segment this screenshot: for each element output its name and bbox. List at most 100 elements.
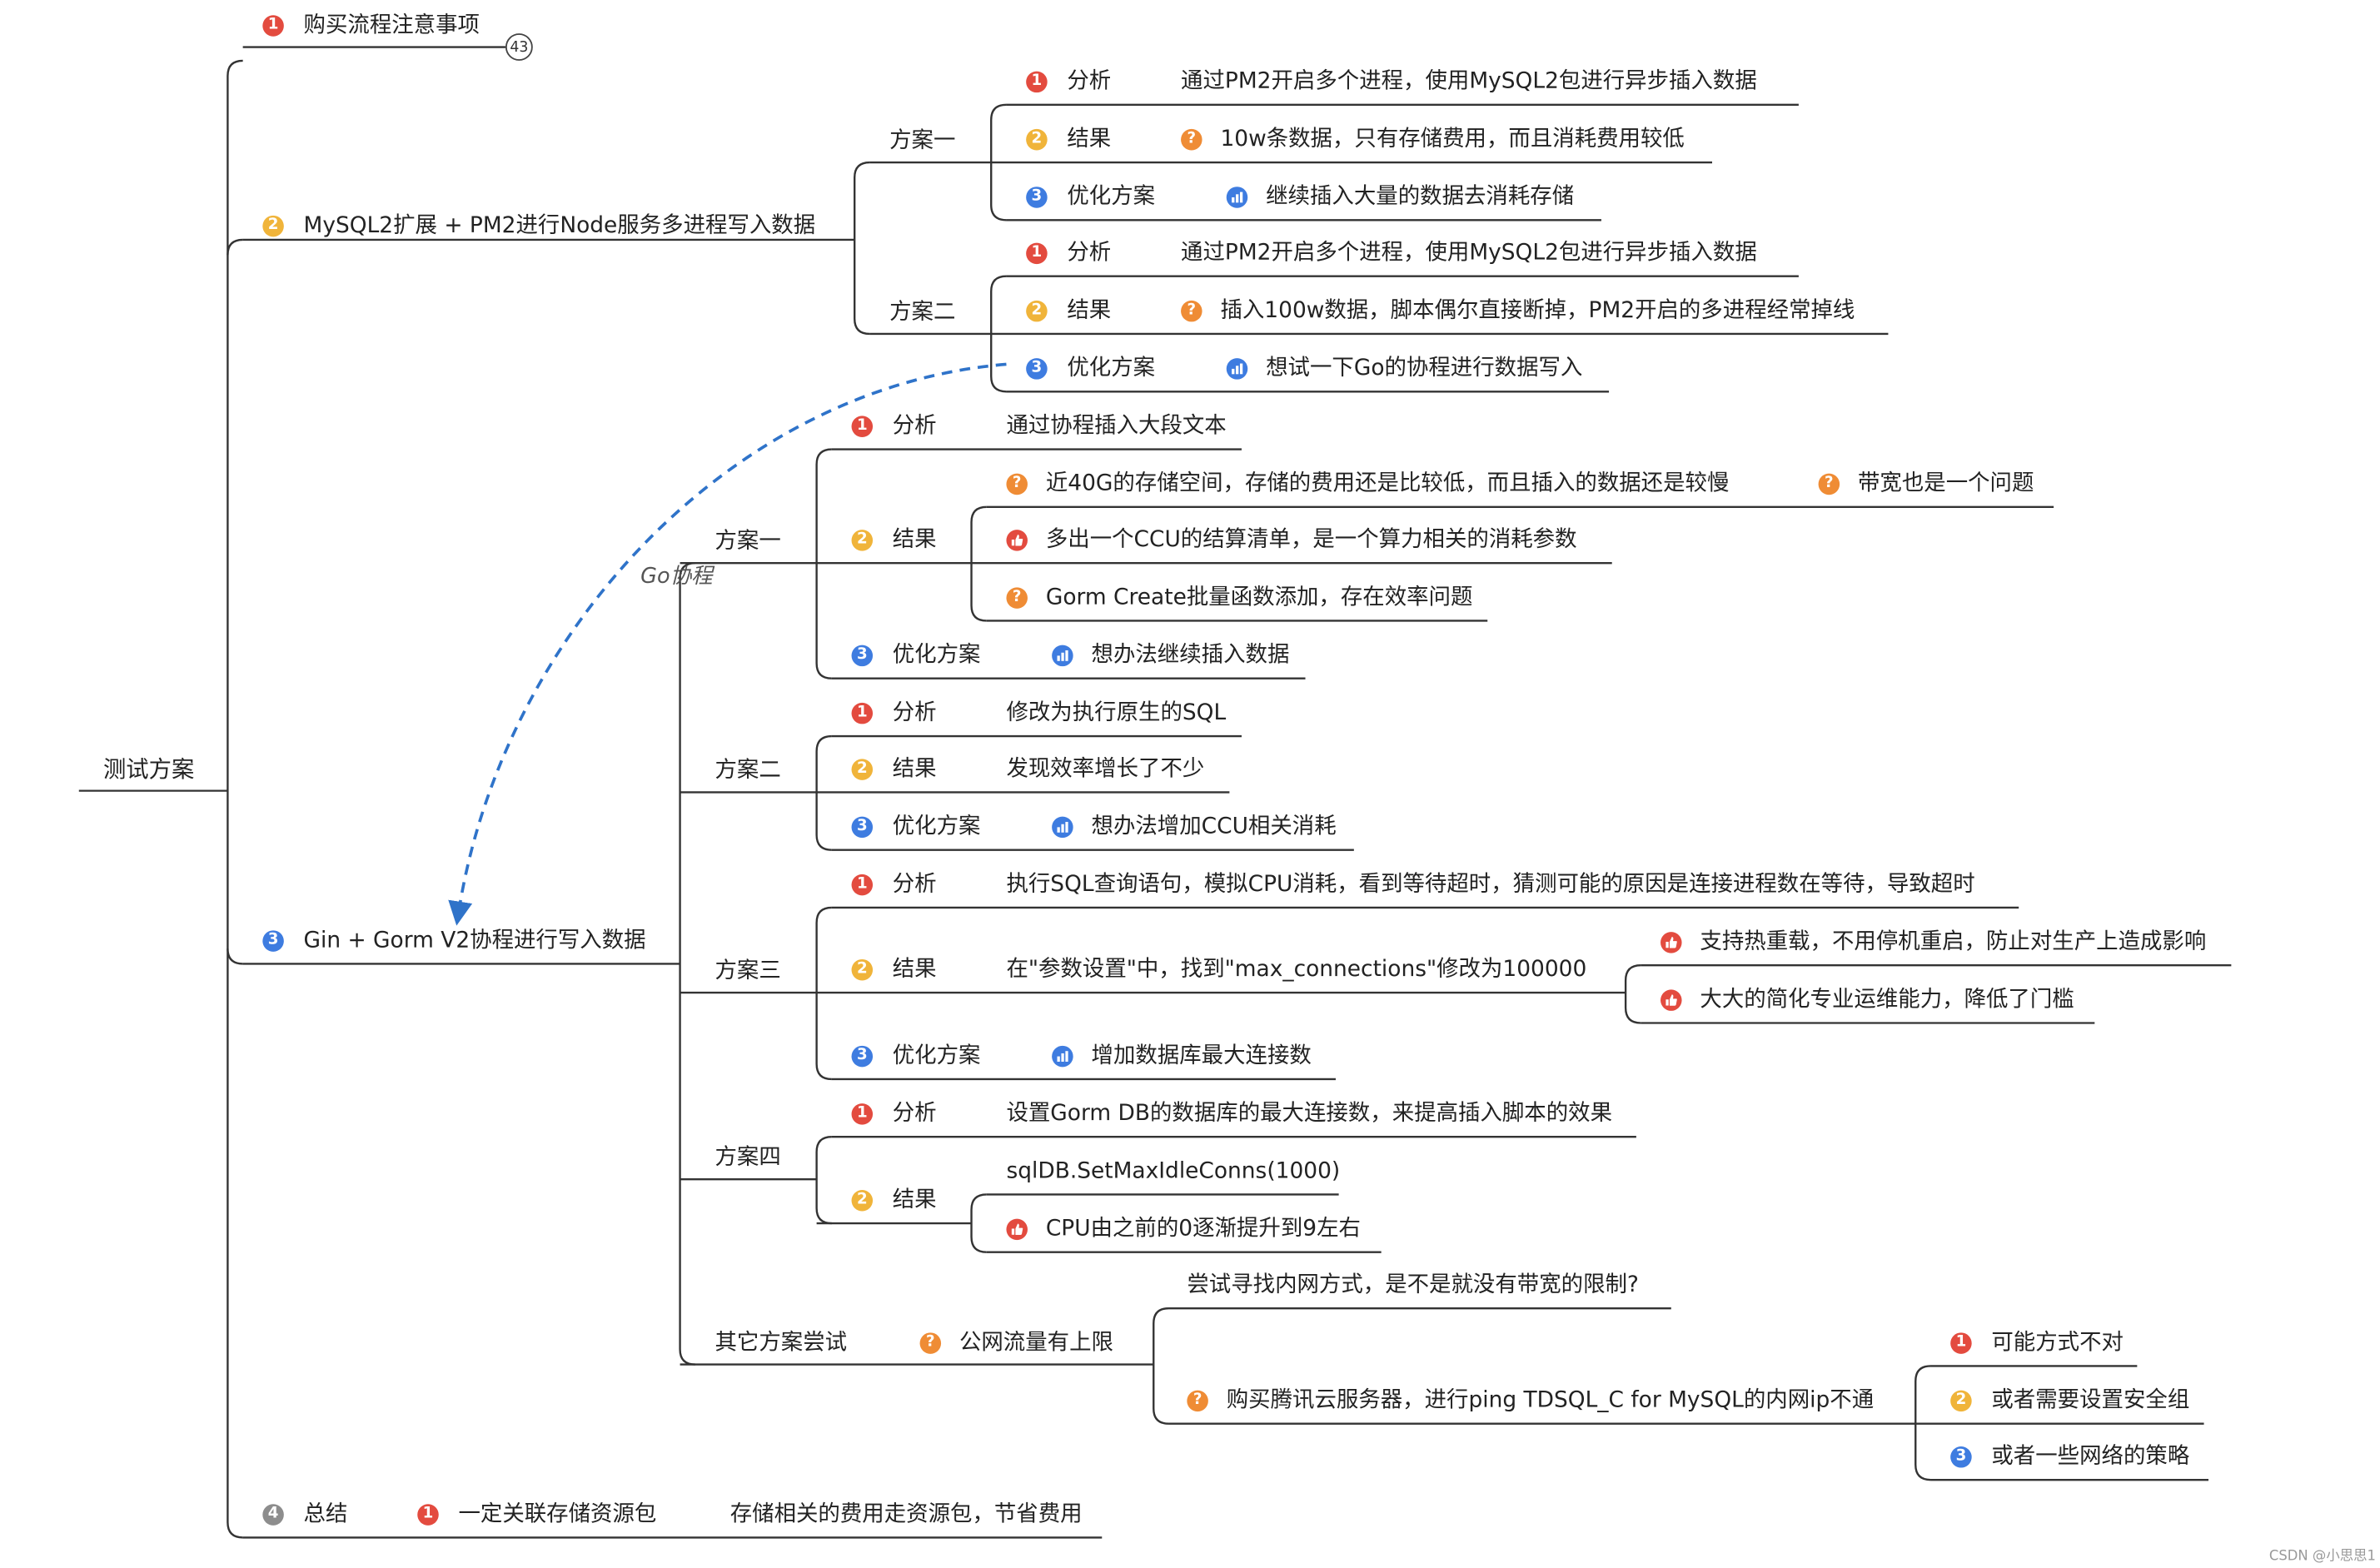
node-optimize[interactable]: 优化方案 — [892, 814, 981, 839]
node-text[interactable]: sqlDB.SetMaxIdleConns(1000) — [1006, 1159, 1341, 1184]
badge-2: 2 — [1950, 1390, 1972, 1412]
chart-icon — [1052, 816, 1073, 839]
badge-1: 1 — [1026, 71, 1048, 93]
node-text[interactable]: 继续插入大量的数据去消耗存储 — [1266, 185, 1575, 210]
node-result[interactable]: 结果 — [892, 1188, 937, 1213]
badge-1: 1 — [1026, 242, 1048, 265]
badge-4: 4 — [262, 1504, 284, 1526]
node-text[interactable]: 执行SQL查询语句，模拟CPU消耗，看到等待超时，猜测可能的原因是连接进程数在等… — [1006, 873, 1975, 898]
badge-1: 1 — [851, 874, 874, 896]
node-result[interactable]: 结果 — [892, 958, 937, 983]
thumbs-up-icon — [1661, 989, 1682, 1011]
node-text[interactable]: 修改为执行原生的SQL — [1006, 701, 1227, 726]
node-text[interactable]: 想办法增加CCU相关消耗 — [1091, 814, 1337, 839]
node-text[interactable]: 一定关联存储资源包 — [458, 1502, 657, 1527]
node-text[interactable]: 10w条数据，只有存储费用，而且消耗费用较低 — [1220, 127, 1685, 152]
node-analysis[interactable]: 分析 — [892, 414, 937, 439]
link-label: Go协程 — [640, 565, 713, 590]
node-analysis[interactable]: 分析 — [892, 1102, 937, 1127]
node-n3-plan4[interactable]: 方案四 — [714, 1146, 781, 1171]
node-text[interactable]: 增加数据库最大连接数 — [1091, 1044, 1312, 1069]
node-optimize[interactable]: 优化方案 — [892, 1044, 981, 1069]
node-text[interactable]: 近40G的存储空间，存储的费用还是比较低，而且插入的数据还是较慢 — [1045, 471, 1730, 497]
chart-icon — [1226, 187, 1248, 208]
badge-1: 1 — [262, 15, 284, 37]
node-n3-plan1[interactable]: 方案一 — [714, 530, 781, 555]
badge-3: 3 — [1026, 358, 1048, 380]
node-result[interactable]: 结果 — [1067, 299, 1112, 324]
question-icon: ? — [919, 1332, 942, 1354]
node-optimize[interactable]: 优化方案 — [1067, 185, 1156, 210]
thumbs-up-icon — [1661, 932, 1682, 953]
node-text[interactable]: 想试一下Go的协程进行数据写入 — [1266, 356, 1583, 381]
node-text[interactable]: 插入100w数据，脚本偶尔直接断掉，PM2开启的多进程经常掉线 — [1220, 299, 1855, 324]
badge-3: 3 — [262, 930, 284, 952]
badge-1: 1 — [1950, 1332, 1972, 1354]
node-text[interactable]: CPU由之前的0逐渐提升到9左右 — [1045, 1217, 1361, 1242]
node-text[interactable]: 可能方式不对 — [1991, 1331, 2124, 1356]
node-text[interactable]: 设置Gorm DB的数据库的最大连接数，来提高插入脚本的效果 — [1006, 1102, 1613, 1127]
node-optimize[interactable]: 优化方案 — [1067, 356, 1156, 381]
question-icon: ? — [1181, 300, 1202, 322]
badge-2: 2 — [1026, 300, 1048, 322]
node-text[interactable]: 或者需要设置安全组 — [1991, 1388, 2190, 1413]
node-text[interactable]: 想办法继续插入数据 — [1091, 643, 1290, 668]
node-purchase-notes[interactable]: 购买流程注意事项 — [303, 13, 480, 38]
node-result[interactable]: 结果 — [892, 757, 937, 782]
badge-2: 2 — [851, 1189, 874, 1212]
chart-icon — [1226, 358, 1248, 380]
collapsed-count-badge[interactable]: 43 — [505, 33, 533, 61]
badge-3: 3 — [851, 816, 874, 839]
node-n2-plan2[interactable]: 方案二 — [889, 300, 956, 326]
badge-3: 3 — [1026, 187, 1048, 208]
badge-1: 1 — [851, 1103, 874, 1125]
question-icon: ? — [1187, 1390, 1208, 1412]
question-icon: ? — [1006, 473, 1028, 495]
badge-1: 1 — [851, 702, 874, 724]
question-icon: ? — [1181, 128, 1202, 151]
question-icon: ? — [1818, 473, 1840, 495]
node-analysis[interactable]: 分析 — [1067, 69, 1112, 95]
node-result[interactable]: 结果 — [892, 528, 937, 553]
thumbs-up-icon — [1006, 1218, 1028, 1241]
node-text[interactable]: 通过协程插入大段文本 — [1006, 414, 1227, 439]
node-text[interactable]: 存储相关的费用走资源包，节省费用 — [729, 1502, 1083, 1527]
node-text[interactable]: 通过PM2开启多个进程，使用MySQL2包进行异步插入数据 — [1181, 241, 1757, 266]
node-n3-plan2[interactable]: 方案二 — [714, 759, 781, 784]
node-analysis[interactable]: 分析 — [892, 873, 937, 898]
root-node[interactable]: 测试方案 — [102, 755, 195, 784]
node-text[interactable]: 公网流量有上限 — [958, 1331, 1113, 1356]
badge-2: 2 — [851, 530, 874, 551]
node-n3-plan3[interactable]: 方案三 — [714, 958, 781, 984]
node-text[interactable]: 购买腾讯云服务器，进行ping TDSQL_C for MySQL的内网ip不通 — [1226, 1388, 1875, 1413]
node-text[interactable]: 通过PM2开启多个进程，使用MySQL2包进行异步插入数据 — [1181, 69, 1757, 95]
badge-2: 2 — [851, 958, 874, 981]
node-analysis[interactable]: 分析 — [1067, 241, 1112, 266]
node-text[interactable]: Gorm Create批量函数添加，存在效率问题 — [1045, 585, 1473, 610]
node-text[interactable]: 支持热重载，不用停机重启，防止对生产上造成影响 — [1700, 930, 2207, 955]
thumbs-up-icon — [1006, 530, 1028, 551]
badge-3: 3 — [851, 645, 874, 667]
node-text[interactable]: 多出一个CCU的结算清单，是一个算力相关的消耗参数 — [1045, 528, 1577, 553]
node-result[interactable]: 结果 — [1067, 127, 1112, 152]
badge-3: 3 — [1950, 1446, 1972, 1468]
node-text[interactable]: 带宽也是一个问题 — [1857, 471, 2034, 497]
node-optimize[interactable]: 优化方案 — [892, 643, 981, 668]
node-text[interactable]: 发现效率增长了不少 — [1006, 757, 1205, 782]
node-text[interactable]: 大大的简化专业运维能力，降低了门槛 — [1700, 988, 2074, 1013]
node-summary[interactable]: 总结 — [303, 1502, 348, 1527]
badge-2: 2 — [851, 759, 874, 780]
badge-2: 2 — [262, 215, 284, 237]
node-text[interactable]: 在"参数设置"中，找到"max_connections"修改为100000 — [1006, 958, 1587, 983]
node-n2-plan1[interactable]: 方案一 — [889, 128, 956, 154]
badge-1: 1 — [417, 1504, 439, 1526]
node-text[interactable]: 尝试寻找内网方式，是不是就没有带宽的限制? — [1187, 1273, 1639, 1298]
node-n3-other[interactable]: 其它方案尝试 — [714, 1331, 848, 1356]
node-text[interactable]: 或者一些网络的策略 — [1991, 1445, 2190, 1470]
node-mysql2-pm2[interactable]: MySQL2扩展 + PM2进行Node服务多进程写入数据 — [303, 214, 816, 239]
question-icon: ? — [1006, 587, 1028, 609]
node-analysis[interactable]: 分析 — [892, 701, 937, 726]
node-gin-gorm[interactable]: Gin + Gorm V2协程进行写入数据 — [303, 928, 646, 953]
